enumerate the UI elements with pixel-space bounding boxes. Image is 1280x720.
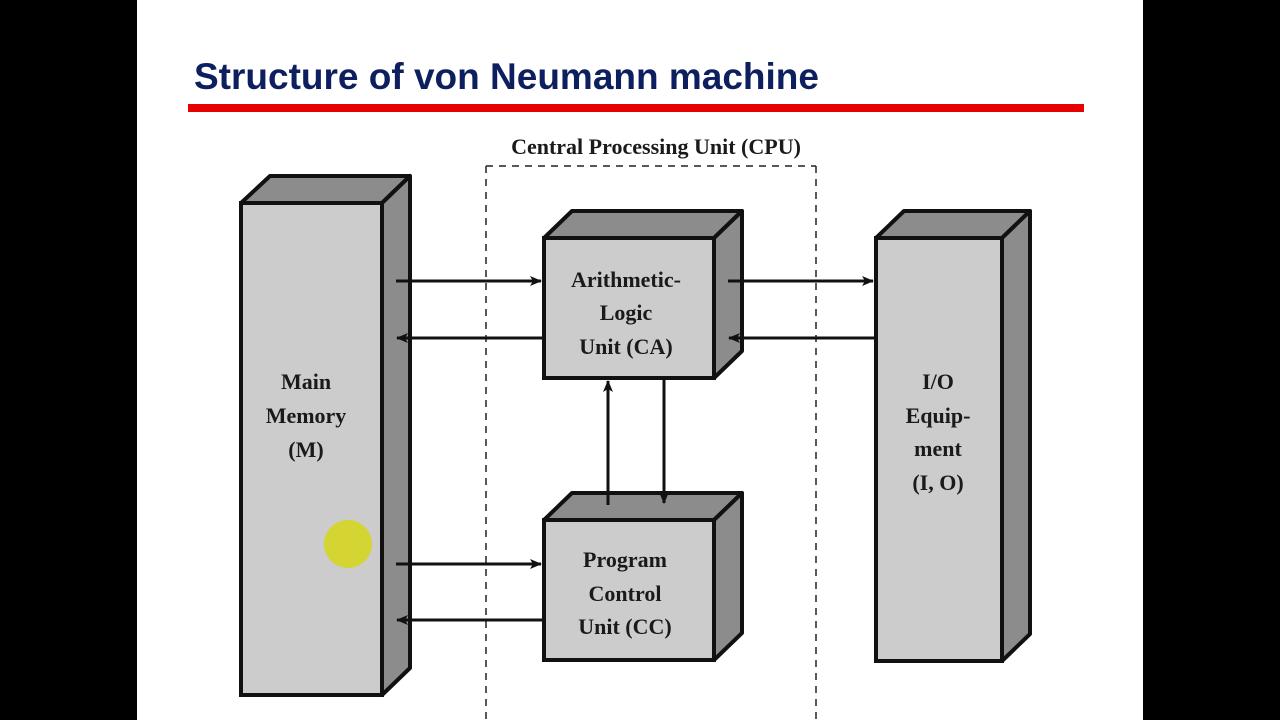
main-memory-label-line-2: Memory (266, 403, 347, 428)
title-underline (188, 104, 1084, 112)
pointer-highlight-dot (324, 520, 372, 568)
alu-label-line-3: Unit (CA) (579, 334, 673, 359)
main-memory-label-line-1: Main (281, 369, 331, 394)
alu-label-line-1: Arithmetic- (571, 267, 681, 292)
main-memory-label-line-3: (M) (288, 437, 323, 462)
control-label-line-3: Unit (CC) (578, 614, 672, 639)
cpu-boundary (485, 165, 817, 720)
io-label-line-1: I/O (922, 369, 954, 394)
alu-label-line-2: Logic (600, 300, 653, 325)
alu-box[interactable]: Arithmetic- Logic Unit (CA) (542, 209, 744, 380)
slide-title: Structure of von Neumann machine (194, 56, 819, 97)
control-label-line-2: Control (589, 581, 662, 606)
main-memory-box[interactable]: Main Memory (M) (239, 174, 412, 697)
control-unit-box[interactable]: Program Control Unit (CC) (542, 491, 744, 662)
cpu-label: Central Processing Unit (CPU) (511, 134, 801, 159)
io-label-line-2: Equip- (906, 403, 971, 428)
io-equipment-box[interactable]: I/O Equip- ment (I, O) (874, 209, 1032, 663)
control-label-line-1: Program (583, 547, 667, 572)
io-label-line-3: ment (914, 436, 962, 461)
io-label-line-4: (I, O) (912, 470, 963, 495)
